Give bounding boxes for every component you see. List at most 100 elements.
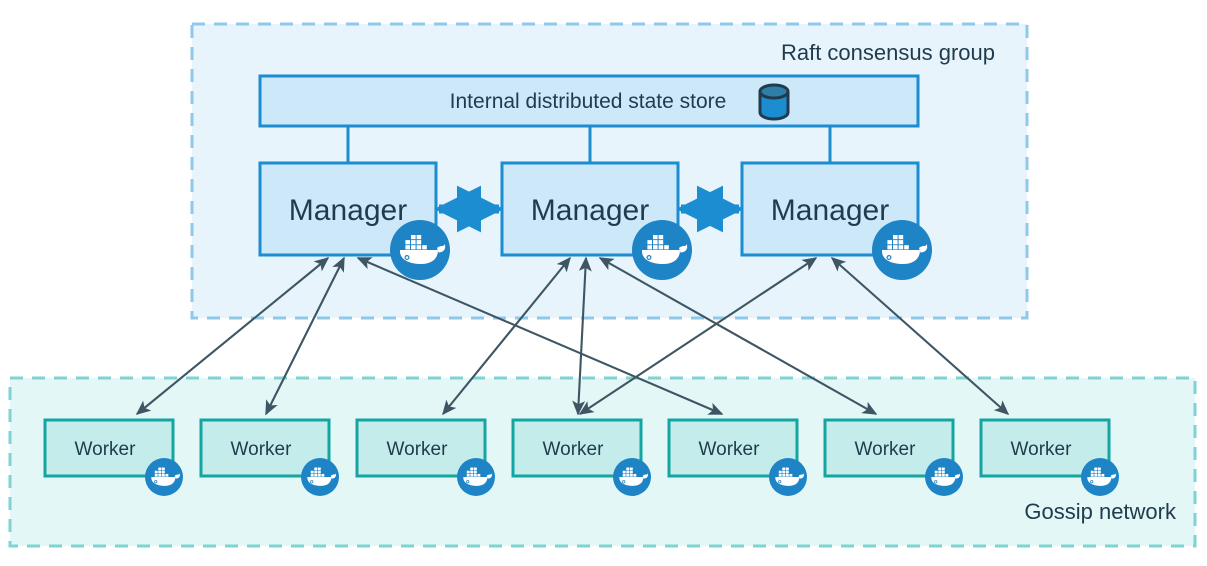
container-box: [782, 470, 786, 474]
docker-icon-w7: [1081, 458, 1119, 496]
connection-m3-w7: [830, 257, 1010, 415]
whale-eye: [934, 480, 938, 484]
manager-nodes: Manager Manager Manager: [258, 161, 932, 280]
container-box: [161, 467, 165, 471]
docker-icon-m3: [872, 220, 932, 280]
container-box: [161, 473, 165, 477]
worker-label: Worker: [231, 439, 293, 460]
worker-label: Worker: [1011, 439, 1073, 460]
worker-label: Worker: [699, 439, 761, 460]
docker-icon-w6: [925, 458, 963, 496]
container-box: [411, 235, 416, 240]
docker-icon-w1: [145, 458, 183, 496]
docker-whale: [775, 467, 804, 486]
container-box: [1101, 473, 1105, 477]
container-box: [647, 240, 652, 245]
manager-label: Manager: [771, 194, 889, 227]
container-box: [898, 235, 904, 240]
container-box: [647, 245, 652, 250]
container-box: [321, 473, 325, 477]
whale-tail: [679, 244, 688, 253]
whale-hull: [400, 250, 438, 264]
container-box: [934, 470, 938, 474]
connection-m2-w3: [442, 256, 571, 416]
container-box: [158, 473, 162, 477]
container-box: [473, 470, 477, 474]
container-box: [778, 473, 782, 477]
container-box: [416, 240, 422, 245]
container-box: [934, 473, 938, 477]
container-box: [941, 473, 945, 477]
container-box: [470, 467, 474, 471]
docker-whale: [619, 467, 648, 486]
whale-hull: [463, 477, 488, 486]
whale-tail: [642, 473, 648, 479]
whale-tail: [174, 473, 180, 479]
container-box: [1097, 473, 1101, 477]
container-box: [158, 470, 162, 474]
container-box: [658, 235, 664, 240]
docker-icon-m2: [632, 220, 692, 280]
docker-whale: [400, 235, 446, 264]
container-box: [893, 235, 898, 240]
container-box: [411, 245, 416, 250]
docker-icon-w5: [769, 458, 807, 496]
database-cylinder-icon: [758, 83, 790, 121]
whale-eye: [622, 480, 626, 484]
container-box: [938, 470, 942, 474]
container-box: [154, 470, 158, 474]
container-box: [633, 473, 637, 477]
container-box: [317, 467, 321, 471]
worker-label: Worker: [855, 439, 917, 460]
docker-icon-m1: [390, 220, 450, 280]
whale-eye: [646, 254, 652, 260]
container-box: [470, 473, 474, 477]
docker-whale: [151, 467, 180, 486]
container-box: [422, 245, 427, 250]
whale-eye: [154, 480, 158, 484]
container-box: [904, 245, 909, 250]
container-box: [314, 467, 318, 471]
whale-hull: [882, 250, 920, 264]
container-box: [941, 470, 945, 474]
container-box: [477, 473, 481, 477]
worker-label: Worker: [387, 439, 449, 460]
container-box: [782, 467, 786, 471]
whale-eye: [310, 480, 314, 484]
container-box: [945, 473, 949, 477]
whale-tail: [1110, 473, 1116, 479]
whale-tail: [330, 473, 336, 479]
container-box: [785, 473, 789, 477]
whale-eye: [1090, 480, 1094, 484]
container-box: [622, 470, 626, 474]
manager-label: Manager: [531, 194, 649, 227]
container-box: [887, 245, 892, 250]
manager-label: Manager: [289, 194, 407, 227]
docker-icon-w2: [301, 458, 339, 496]
container-box: [664, 245, 669, 250]
container-box: [416, 245, 422, 250]
container-box: [941, 467, 945, 471]
group-label-raft: Raft consensus group: [781, 40, 995, 65]
container-box: [789, 473, 793, 477]
container-box: [314, 473, 318, 477]
container-box: [629, 473, 633, 477]
whale-tail: [954, 473, 960, 479]
state-store-group: Internal distributed state store: [258, 74, 920, 163]
whale-hull: [619, 477, 644, 486]
container-box: [898, 240, 904, 245]
container-box: [622, 473, 626, 477]
container-box: [626, 473, 630, 477]
state-store-box: [258, 74, 920, 128]
container-box: [165, 473, 169, 477]
container-box: [310, 473, 314, 477]
container-box: [317, 470, 321, 474]
group-label-gossip: Gossip network: [1024, 499, 1177, 524]
docker-whale: [882, 235, 928, 264]
connection-m1-w2: [265, 256, 345, 416]
container-box: [778, 470, 782, 474]
container-box: [161, 470, 165, 474]
container-box: [1097, 470, 1101, 474]
